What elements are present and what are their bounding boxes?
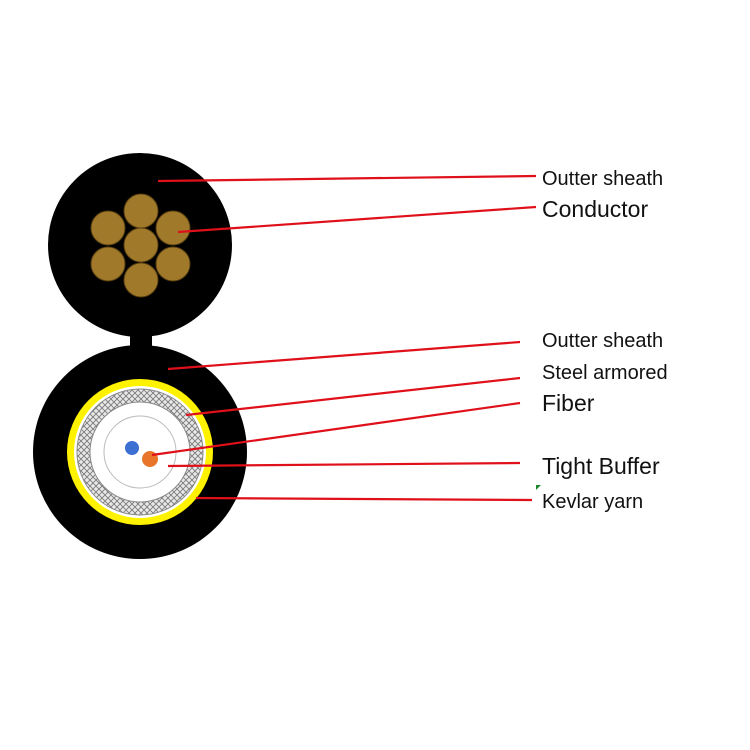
leader-conductor <box>177 205 537 234</box>
leader-kevlar-yarn <box>195 496 533 502</box>
leader-tight-buffer <box>167 461 521 468</box>
tick-mark-icon <box>536 485 541 490</box>
conductor-strand <box>90 246 126 282</box>
conductor-strand <box>123 262 159 298</box>
label-kevlar-yarn: Kevlar yarn <box>542 491 643 513</box>
label-top-outer-sheath: Outter sheath <box>542 168 663 190</box>
conductor-strand <box>155 210 191 246</box>
conductor-strand <box>123 193 159 229</box>
conductor-strands <box>90 193 191 298</box>
label-bottom-outer-sheath: Outter sheath <box>542 330 663 352</box>
conductor-strand <box>155 246 191 282</box>
label-steel-armored: Steel armored <box>542 362 668 384</box>
leader-steel-armored <box>185 376 521 417</box>
label-fiber: Fiber <box>542 390 595 416</box>
tight-buffer-tube <box>89 401 191 503</box>
fiber-blue <box>125 441 139 455</box>
conductor-strand <box>123 227 159 263</box>
leader-fiber <box>151 401 521 457</box>
power-cable <box>48 153 232 337</box>
fiber-cable <box>33 345 247 559</box>
leader-lines <box>151 174 537 502</box>
label-conductor: Conductor <box>542 196 648 222</box>
leader-top-sheath <box>157 174 537 183</box>
label-tight-buffer: Tight Buffer <box>542 453 660 479</box>
leader-bottom-sheath <box>167 340 521 371</box>
conductor-strand <box>90 210 126 246</box>
